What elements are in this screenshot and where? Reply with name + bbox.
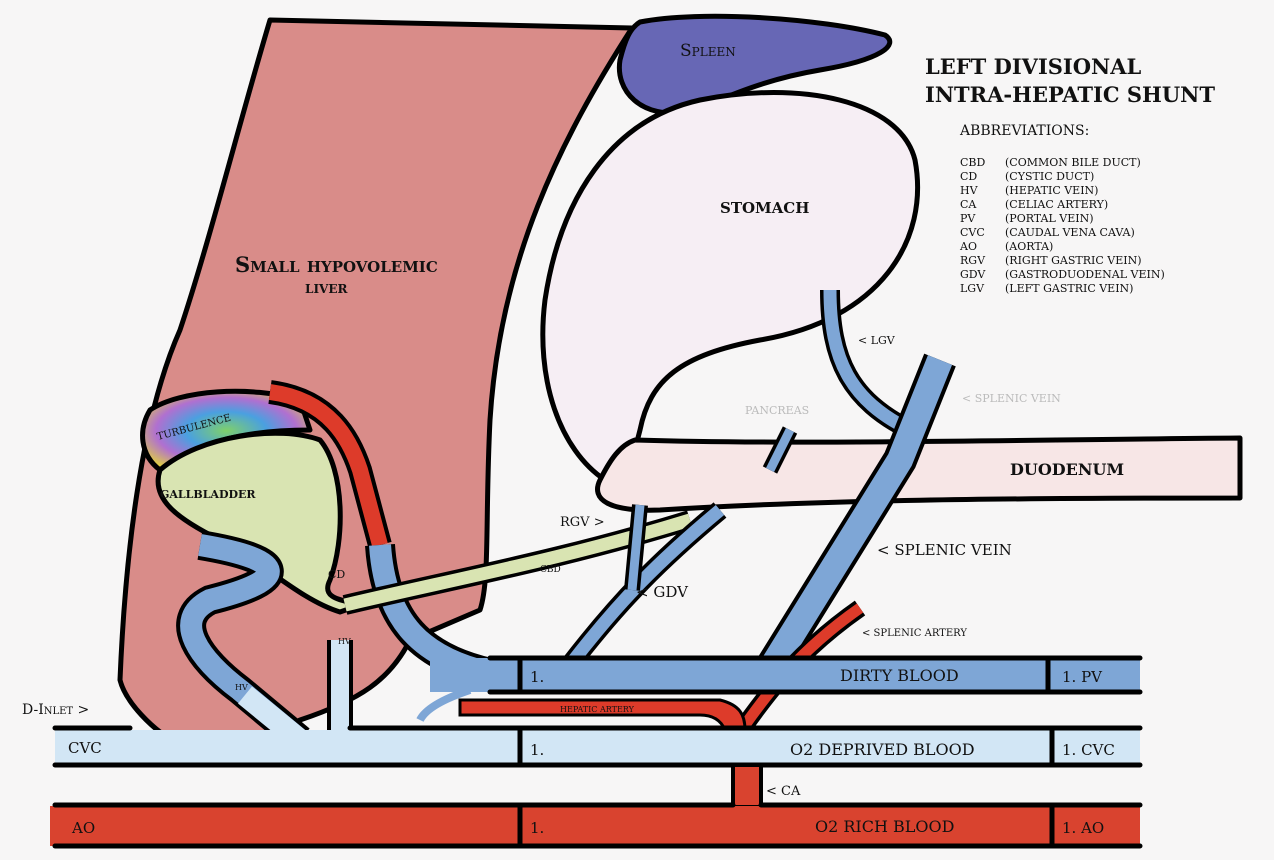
pv-marker: 1. <box>530 668 544 686</box>
spleen-label: Spleen <box>680 41 736 61</box>
lgv-fill <box>823 289 913 436</box>
abbr-code: CA <box>960 198 977 211</box>
abbr-code: PV <box>960 212 976 225</box>
abbr-full: (CELIAC ARTERY) <box>1005 198 1108 211</box>
gallbladder-label: GALLBLADDER <box>160 488 256 501</box>
abbr-full: (RIGHT GASTRIC VEIN) <box>1005 254 1142 267</box>
ao-marker: 1. <box>530 819 544 837</box>
cvc-left-label: CVC <box>68 739 102 757</box>
abbr-full: (CYSTIC DUCT) <box>1005 170 1094 183</box>
abbr-code: RGV <box>960 254 986 267</box>
splenic-artery-label: < SPLENIC ARTERY <box>862 628 967 639</box>
liver-label-1: Small hypovolemic <box>235 252 438 277</box>
liver-label-2: liver <box>305 278 349 298</box>
abbr-full: (PORTAL VEIN) <box>1005 212 1094 225</box>
abbr-code: GDV <box>960 268 986 281</box>
abbr-full: (CAUDAL VENA CAVA) <box>1005 226 1135 239</box>
abbr-code: LGV <box>960 282 985 295</box>
stomach <box>540 90 921 485</box>
gdv-label: < GDV <box>636 583 689 601</box>
duodenum-label: DUODENUM <box>1010 460 1124 479</box>
abbr-full: (COMMON BILE DUCT) <box>1005 156 1141 169</box>
abbr-full: (GASTRODUODENAL VEIN) <box>1005 268 1165 281</box>
hepatic-artery-label: HEPATIC ARTERY <box>560 705 635 714</box>
abbr-code: AO <box>959 240 977 253</box>
splenic-vein-faint-label: < SPLENIC VEIN <box>962 392 1061 405</box>
abbr-code: CVC <box>960 226 985 239</box>
o2-deprived-label: O2 DEPRIVED BLOOD <box>790 740 975 759</box>
pv-end-label: 1. PV <box>1062 668 1103 686</box>
spleen <box>616 13 893 116</box>
hv-fill <box>180 534 308 749</box>
hv-label-left: HV <box>235 683 248 692</box>
splenic-vein-label: < SPLENIC VEIN <box>877 541 1012 559</box>
pv-small-branch <box>416 686 472 723</box>
splenic-vein-fill <box>758 355 953 677</box>
pancreatic-vein-fill <box>765 427 795 473</box>
abbr-code: HV <box>960 184 979 197</box>
cbd-label: CBD <box>540 565 561 575</box>
title-line-1: LEFT DIVISIONAL <box>925 54 1142 79</box>
portal-vein <box>430 658 1140 692</box>
ca-label: < CA <box>766 784 801 799</box>
ao-end-label: 1. AO <box>1062 819 1104 837</box>
abbr-code: CBD <box>960 156 986 169</box>
abbr-full: (HEPATIC VEIN) <box>1005 184 1098 197</box>
abbr-full: (AORTA) <box>1005 240 1053 253</box>
abbreviations-heading: ABBREVIATIONS: <box>959 123 1089 139</box>
abbr-full: (LEFT GASTRIC VEIN) <box>1005 282 1133 295</box>
cvc-marker: 1. <box>530 741 544 759</box>
cvc-end-label: 1. CVC <box>1062 741 1115 759</box>
cd-label: CD <box>328 568 345 581</box>
d-inlet-label: D-Inlet > <box>22 702 89 718</box>
o2-rich-label: O2 RICH BLOOD <box>815 817 954 836</box>
aorta <box>50 806 1140 846</box>
title-line-2: INTRA-HEPATIC SHUNT <box>925 82 1215 107</box>
abbreviation-list: CBD (COMMON BILE DUCT) CD (CYSTIC DUCT) HV… <box>959 156 1165 295</box>
caudal-vena-cava <box>55 730 1140 765</box>
stomach-label: STOMACH <box>720 199 809 217</box>
dirty-blood-label: DIRTY BLOOD <box>840 666 959 685</box>
rgv-label: RGV > <box>560 515 605 530</box>
abbr-code: CD <box>960 170 977 183</box>
hv-label-middle: HV <box>338 637 351 646</box>
ao-left-label: AO <box>71 819 95 837</box>
lgv-label: < LGV <box>858 334 896 347</box>
artery-fill <box>268 384 388 548</box>
gdv-fill <box>564 505 725 669</box>
celiac-artery <box>731 763 763 809</box>
rgv-fill <box>627 504 645 591</box>
pancreas-label: PANCREAS <box>745 404 809 417</box>
